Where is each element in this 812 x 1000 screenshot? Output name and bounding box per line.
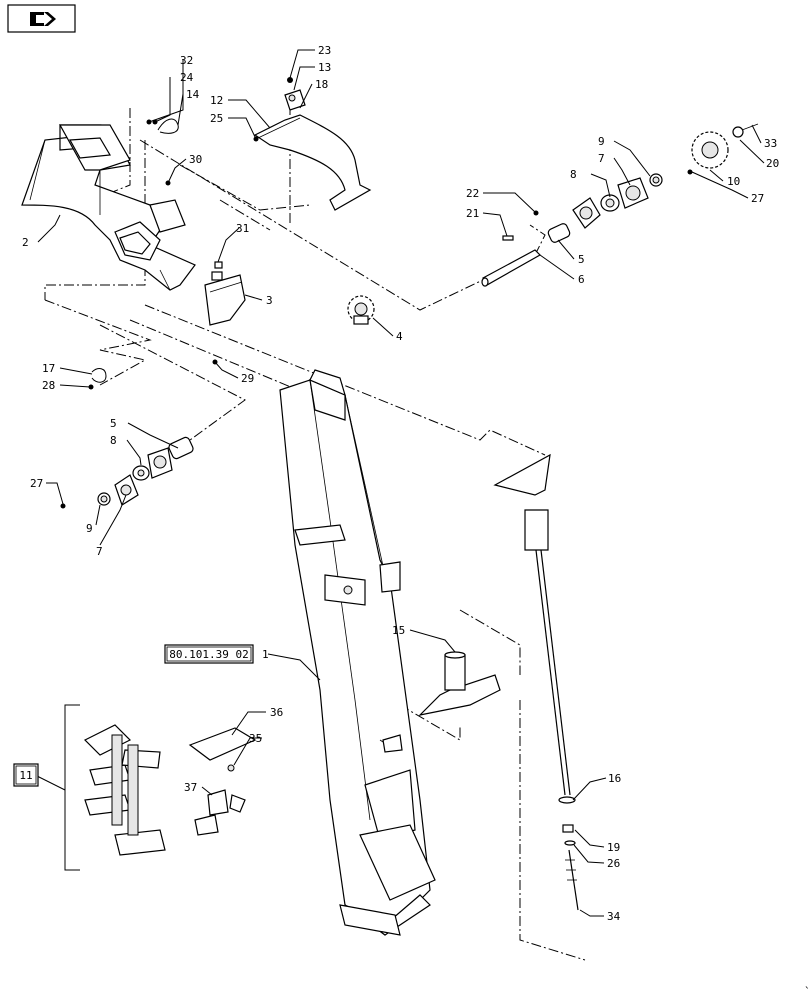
group-11-assembly: [36, 704, 166, 871]
callout-18: 18: [315, 78, 328, 91]
ref-box-label: 80.101.39 02: [169, 648, 248, 661]
callout-36: 36: [270, 706, 283, 719]
callout-8b: 8: [110, 434, 117, 447]
callout-12: 12: [210, 94, 223, 107]
callout-6: 6: [578, 273, 585, 286]
callout-35: 35: [249, 732, 262, 745]
corner-mark: `: [804, 985, 811, 998]
callout-27b: 27: [30, 477, 43, 490]
callout-23: 23: [318, 44, 331, 57]
group-11-box[interactable]: 11: [13, 763, 39, 787]
group-box-label: 11: [19, 769, 32, 782]
sprocket-part-4: [347, 295, 375, 325]
control-rod-part-16: [493, 453, 579, 911]
callout-5a: 5: [110, 417, 117, 430]
arrow-right-folder-icon[interactable]: [7, 4, 76, 33]
ref-box-80-101-39[interactable]: 80.101.39 02: [164, 644, 254, 664]
callout-30: 30: [189, 153, 202, 166]
callout-22: 22: [466, 187, 479, 200]
callout-5b: 5: [578, 253, 585, 266]
callout-1: 1: [262, 648, 269, 661]
callout-13: 13: [318, 61, 331, 74]
callout-16: 16: [608, 772, 621, 785]
callout-21: 21: [466, 207, 479, 220]
callout-10: 10: [727, 175, 740, 188]
callout-2: 2: [22, 236, 29, 249]
callout-15: 15: [392, 624, 405, 637]
plate-hinges: [188, 727, 257, 836]
callout-4: 4: [396, 330, 403, 343]
chute-part-15: [418, 651, 501, 716]
callout-19: 19: [607, 841, 620, 854]
callout-20: 20: [766, 157, 779, 170]
callout-labels: 1 2 3 4 5 5 6 7 7 8 8 9 9 10 12 13 14 15…: [22, 44, 779, 923]
callout-37: 37: [184, 781, 197, 794]
callout-7b: 7: [96, 545, 103, 558]
callout-31: 31: [236, 222, 249, 235]
shaft-part-6: [481, 123, 759, 287]
callout-14: 14: [186, 88, 200, 101]
callout-27a: 27: [751, 192, 764, 205]
callout-28: 28: [42, 379, 55, 392]
callout-7a: 7: [598, 152, 605, 165]
callout-33: 33: [764, 137, 777, 150]
callout-leaders: [37, 49, 765, 917]
callout-24: 24: [180, 71, 194, 84]
callout-25: 25: [210, 112, 223, 125]
callout-29: 29: [241, 372, 254, 385]
flap-part-3: [204, 271, 246, 326]
housing-part-2: [21, 124, 196, 291]
deflector-assembly: [253, 89, 372, 211]
callout-9b: 9: [86, 522, 93, 535]
callout-9a: 9: [598, 135, 605, 148]
callout-26: 26: [607, 857, 620, 870]
callout-8a: 8: [570, 168, 577, 181]
left-bearing-set: [60, 436, 194, 509]
spout-part-1: [279, 369, 436, 936]
callout-34: 34: [607, 910, 621, 923]
callout-17: 17: [42, 362, 55, 375]
callout-3: 3: [266, 294, 273, 307]
callout-32: 32: [180, 54, 193, 67]
